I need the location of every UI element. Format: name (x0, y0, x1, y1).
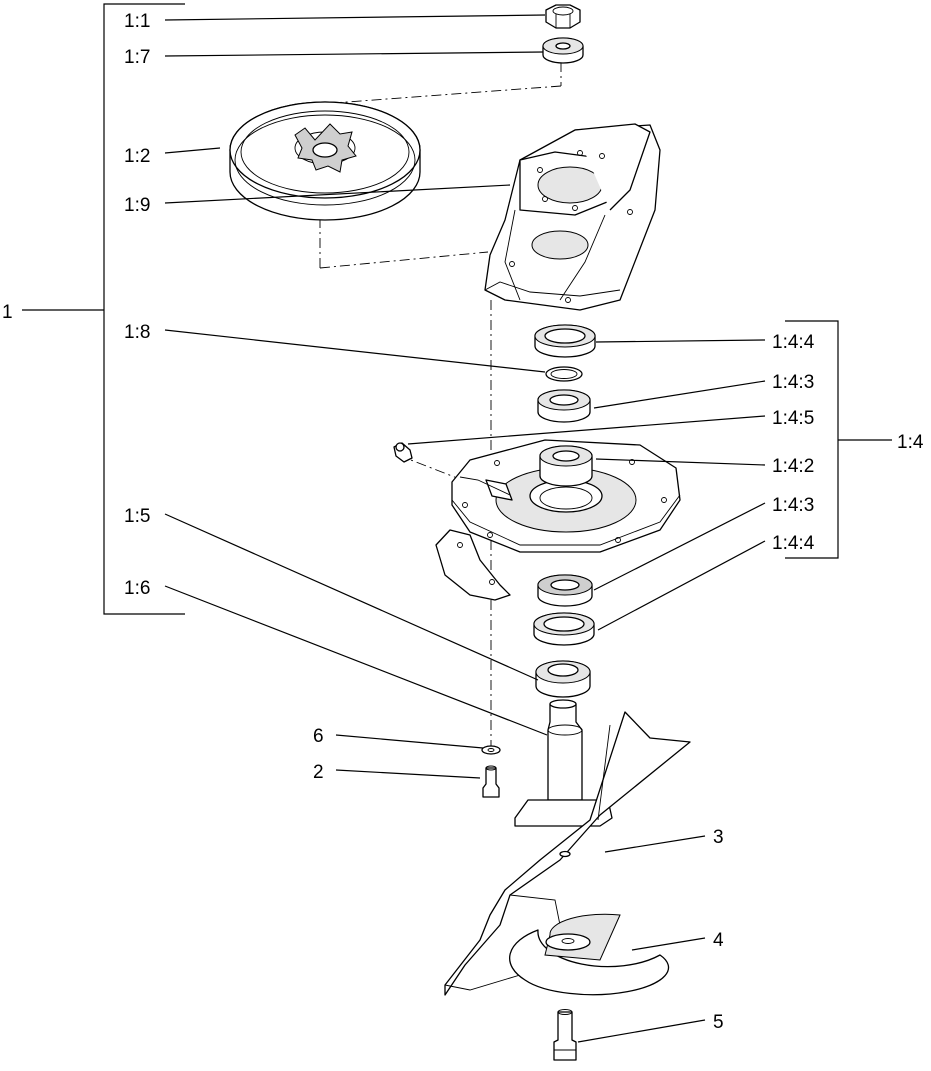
nut-part (545, 4, 581, 29)
label-1-6: 1:6 (124, 578, 150, 599)
label-3: 3 (713, 827, 724, 848)
spindle-shaft-part (547, 699, 583, 801)
label-1-9: 1:9 (124, 195, 150, 216)
bearing-lower-part (537, 574, 593, 607)
label-1: 1 (2, 302, 13, 323)
label-1-1: 1:1 (124, 11, 150, 32)
assembly-1-4-bracket (785, 320, 892, 559)
label-1-4-4-bottom: 1:4:4 (772, 533, 815, 554)
label-1-4: 1:4 (897, 432, 924, 453)
o-ring-part (545, 366, 583, 382)
pulley-part (229, 101, 421, 221)
label-4: 4 (713, 930, 724, 951)
label-1-8: 1:8 (124, 322, 150, 343)
blade-bolt-part (553, 1009, 577, 1061)
spindle-mount-bracket-part (484, 123, 661, 311)
label-2: 2 (313, 762, 324, 783)
label-1-5: 1:5 (124, 506, 150, 527)
label-1-4-3-bottom: 1:4:3 (772, 495, 814, 516)
spindle-seal-part (535, 660, 591, 698)
mower-blade-part (444, 711, 691, 996)
assembly-1-bracket (22, 3, 185, 615)
spindle-housing-part (435, 439, 681, 601)
callout-labels: 1 1:1 1:7 1:2 1:9 1:8 1:5 1:6 1:4 1:4:4 … (2, 11, 924, 1033)
washer-6-part (481, 745, 501, 755)
bearing-upper-part (537, 389, 591, 423)
label-1-4-4-top: 1:4:4 (772, 332, 815, 353)
seal-lower-part (533, 612, 595, 646)
label-6: 6 (313, 726, 324, 747)
screw-2-part (482, 765, 500, 798)
label-1-4-2: 1:4:2 (772, 456, 814, 477)
blade-cup-part (509, 913, 670, 996)
label-1-2: 1:2 (124, 146, 150, 167)
label-1-7: 1:7 (124, 47, 150, 68)
label-5: 5 (713, 1012, 724, 1033)
grease-fitting-part (393, 442, 413, 463)
label-1-4-5: 1:4:5 (772, 408, 814, 429)
label-1-4-3-top: 1:4:3 (772, 372, 814, 393)
washer-1-7-part (542, 37, 584, 64)
leader-lines (164, 14, 766, 1043)
seal-upper-part (534, 324, 596, 358)
